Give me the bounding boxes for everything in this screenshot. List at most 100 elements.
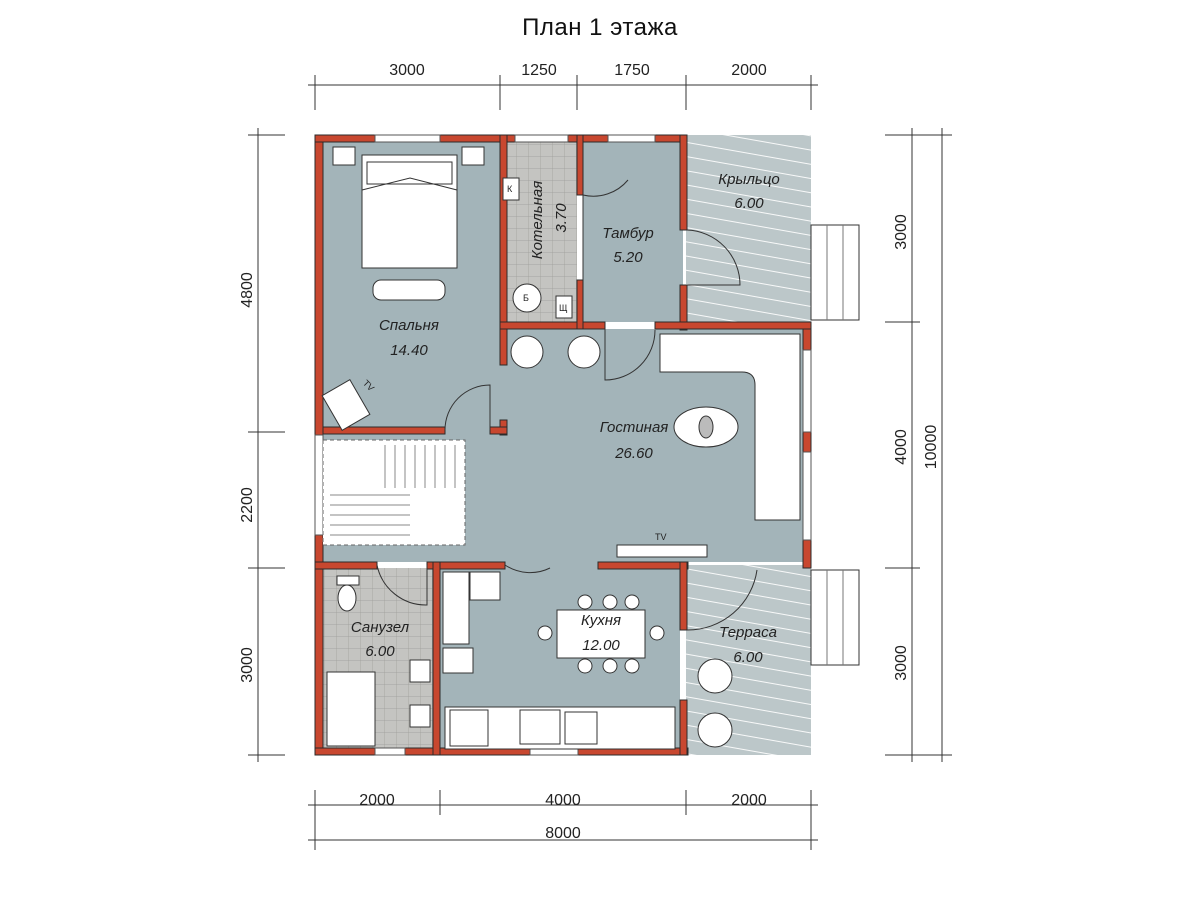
room-area-boiler: 3.70	[553, 203, 570, 233]
desk-icon	[372, 279, 446, 301]
wall-bedroom-right-1	[499, 134, 508, 366]
wardrobe-icon	[442, 571, 470, 645]
door-porch	[686, 229, 741, 286]
boiler-box-icon	[502, 177, 520, 201]
symbol-shch: Щ	[559, 303, 568, 313]
wall-bath-right	[432, 561, 441, 756]
dim-bottom-2: 4000	[545, 792, 581, 809]
furniture	[321, 146, 860, 750]
terrace-steps-icon	[810, 569, 860, 666]
door-kitchen-arc	[504, 564, 551, 574]
windows	[314, 134, 812, 756]
wall-terrace-left-1	[679, 561, 688, 631]
window-left	[314, 434, 324, 536]
bed-blanket-icon	[361, 177, 458, 191]
wall-terrace-left-2	[679, 699, 688, 756]
wall-left-upper	[314, 134, 324, 436]
room-area-bathroom: 6.00	[365, 643, 395, 660]
dim-top-3: 1750	[614, 62, 650, 79]
sink-kitchen-icon	[519, 709, 561, 745]
room-area-bedroom: 14.40	[390, 342, 428, 359]
stair-steps	[330, 445, 456, 536]
sofa-icon	[659, 333, 801, 521]
nightstand-left-icon	[332, 146, 356, 166]
symbol-tv-living: TV	[655, 532, 667, 542]
sink-2-icon	[409, 704, 431, 728]
door-vestibule-arc	[582, 179, 629, 197]
pillow-icon	[366, 161, 453, 185]
wall-bottom-1	[314, 747, 376, 756]
porch-steps-icon	[810, 224, 860, 321]
floor-porch	[686, 135, 811, 323]
wall-right-3	[802, 539, 812, 569]
dim-left-2: 2200	[239, 487, 256, 523]
terrace-steps-lines	[826, 570, 844, 665]
toilet-tank-icon	[336, 575, 360, 586]
window-right-1	[802, 349, 812, 433]
room-area-living: 26.60	[614, 445, 653, 462]
armchair-2-icon	[567, 335, 601, 369]
toilet-icon	[337, 584, 357, 612]
porch-steps-lines	[826, 225, 844, 320]
dim-right-1: 3000	[893, 214, 910, 250]
room-name-terrace: Терраса	[719, 624, 777, 641]
room-area-porch: 6.00	[734, 195, 764, 212]
electrical-panel-icon	[555, 295, 573, 319]
wall-porch-left-1	[679, 134, 688, 231]
room-name-bedroom: Спальня	[379, 317, 439, 334]
dining-chairs	[537, 594, 665, 674]
room-name-boiler: Котельная	[529, 181, 546, 259]
door-bedroom	[444, 384, 491, 431]
dimension-lines	[248, 75, 952, 850]
door-terrace	[686, 569, 758, 631]
dim-right-total: 10000	[923, 425, 940, 470]
dim-top-1: 3000	[389, 62, 425, 79]
window-right-2	[802, 451, 812, 541]
dim-bottom-1: 2000	[359, 792, 395, 809]
room-name-porch: Крыльцо	[718, 171, 780, 188]
armchair-1-icon	[510, 335, 544, 369]
symbol-b: Б	[523, 293, 529, 303]
boiler-tank-icon	[512, 283, 542, 313]
sink-1-icon	[409, 659, 431, 683]
tv-stand-living-icon	[616, 544, 708, 558]
symbol-k: К	[507, 184, 513, 194]
room-name-bathroom: Санузел	[351, 619, 410, 636]
room-name-living: Гостиная	[600, 419, 669, 436]
window-top-1	[374, 134, 441, 143]
coffee-table-inner-icon	[698, 415, 714, 439]
wall-bath-top	[314, 561, 378, 570]
room-area-kitchen: 12.00	[582, 637, 620, 654]
dim-right-2: 4000	[893, 429, 910, 465]
door-bath	[376, 564, 428, 606]
wall-terrace-top-1	[597, 561, 689, 570]
terrace-chair-1-icon	[697, 658, 733, 694]
kitchen-upper-2-icon	[442, 647, 474, 674]
stairs-icon	[322, 439, 466, 546]
doors	[376, 179, 758, 631]
room-area-vestibule: 5.20	[613, 249, 643, 266]
dim-top-4: 2000	[731, 62, 767, 79]
walls	[314, 134, 812, 756]
wall-porch-bottom	[654, 321, 812, 330]
wall-top-3	[567, 134, 609, 143]
wall-right-2	[802, 431, 812, 453]
shower-tray-icon	[326, 671, 376, 747]
dining-table-icon	[556, 609, 646, 659]
kitchen-upper-1-icon	[469, 571, 501, 601]
wall-bedroom-bottom-2	[489, 426, 508, 435]
wall-bedroom-bottom	[322, 426, 446, 435]
room-area-terrace: 6.00	[733, 649, 763, 666]
tv-stand-bedroom-icon	[321, 378, 371, 432]
dim-bottom-total: 8000	[545, 825, 581, 842]
nightstand-right-icon	[461, 146, 485, 166]
window-top-3	[607, 134, 656, 143]
wall-boiler-right-2	[576, 279, 584, 330]
window-top-2	[514, 134, 569, 143]
stove-icon	[564, 711, 598, 745]
wall-top-1	[314, 134, 376, 143]
wall-boiler-bottom	[499, 321, 606, 330]
plan-title: План 1 этажа	[522, 14, 678, 41]
terrace-chair-2-icon	[697, 712, 733, 748]
